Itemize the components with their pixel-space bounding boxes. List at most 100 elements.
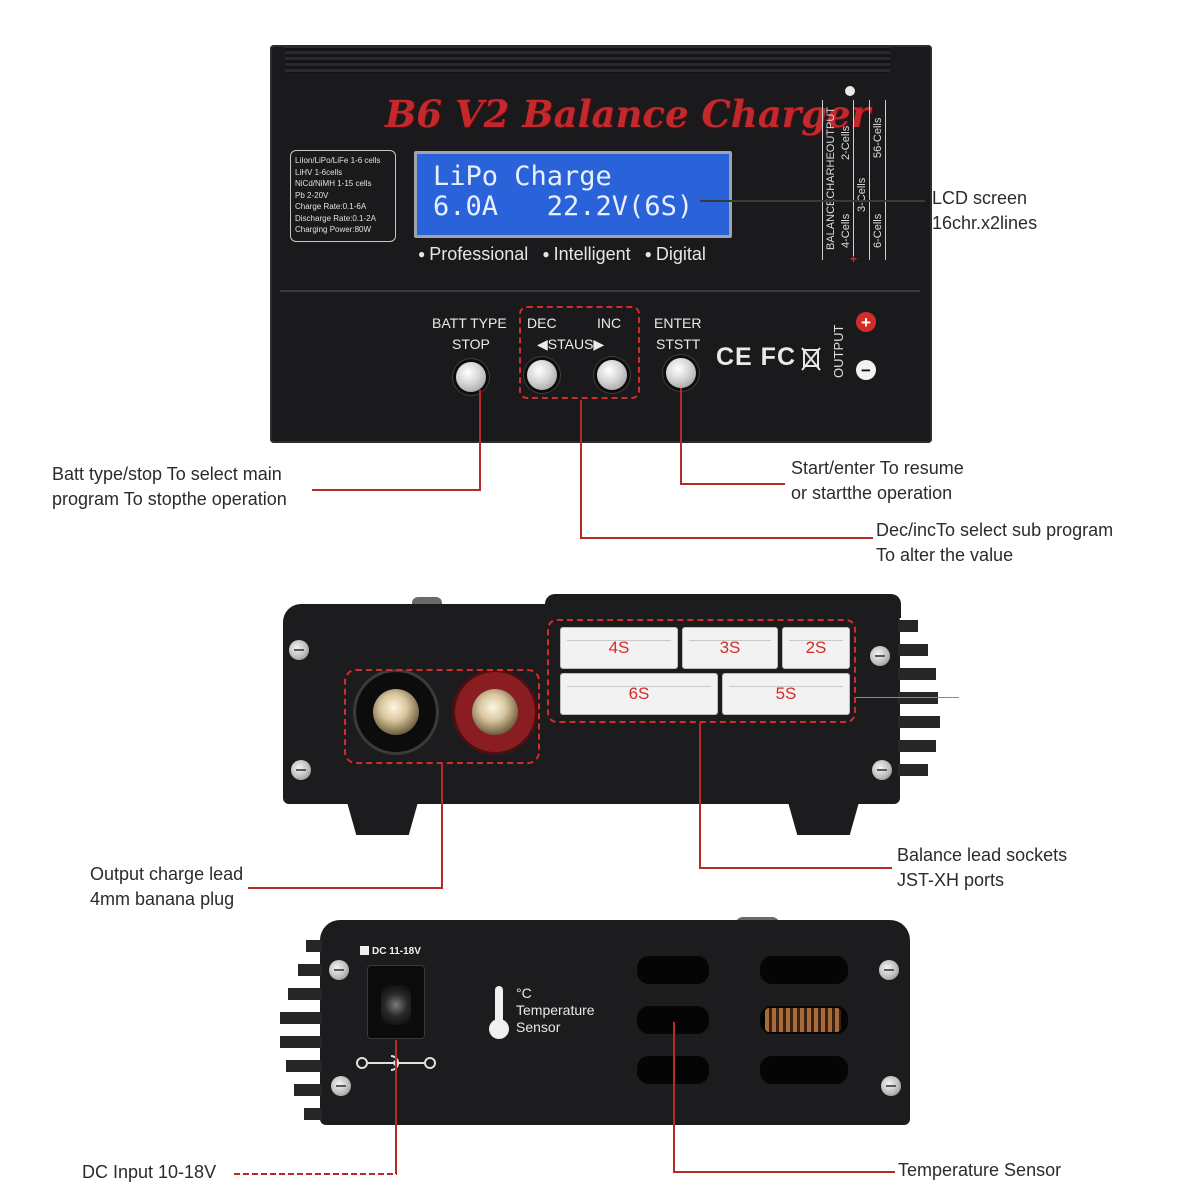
screw-icon [329, 960, 349, 980]
inc-label: INC [597, 315, 622, 331]
dc-callout-line [395, 1040, 397, 1174]
side-fin [898, 692, 938, 704]
heatsink-top-fins [285, 45, 890, 73]
jst-port-2s[interactable]: 2S [782, 627, 850, 669]
batt-type-stop-button[interactable] [456, 362, 486, 392]
side-fin [898, 716, 940, 728]
cell-col [870, 100, 886, 260]
batt-type-label: BATT TYPE [432, 315, 507, 331]
cell-label: 6-Cells [872, 213, 884, 248]
dc-label-text: DC 11-18V [372, 946, 421, 957]
stop-label: STOP [452, 336, 490, 352]
cell-label: 2-Cells [840, 125, 852, 160]
inductor-coil [765, 1008, 841, 1032]
output-minus-icon: − [856, 360, 876, 380]
rear-fin [286, 1060, 322, 1072]
balance-callout-line [699, 723, 701, 868]
enter-start-button[interactable] [666, 358, 696, 388]
dc-input-callout: DC Input 10-18V [82, 1162, 217, 1182]
start-callout-line [680, 388, 682, 484]
callout-line: Batt type/stop To select main [52, 464, 282, 484]
inc-button[interactable] [597, 360, 627, 390]
cell-label: 56-Cells [872, 117, 884, 158]
lcd-callout: LCD screen 16chr.x2lines [932, 186, 1037, 236]
minus-pole-icon [845, 86, 855, 96]
weee-bin-icon [800, 344, 822, 372]
left-arrow-icon: ◀ [537, 336, 548, 352]
banana-highlight [344, 669, 540, 764]
side-fin [898, 740, 936, 752]
lcd-screen: LiPo Charge 6.0A 22.2V(6S) [414, 151, 732, 238]
balance-callout: Balance lead sockets JST-XH ports [897, 843, 1067, 893]
lcd-callout-line [700, 200, 925, 202]
cell-label: 3-Cells [856, 177, 868, 212]
callout-line: Output charge lead [90, 864, 244, 884]
temp-line: Sensor [516, 1019, 561, 1035]
lcd-line-1: LiPo Charge [433, 161, 612, 192]
callout-line: JST-XH ports [897, 870, 1005, 890]
panel-divider [280, 290, 920, 292]
vent-slot [760, 1056, 848, 1084]
plus-pole-icon: + [850, 252, 858, 266]
side-fin [898, 668, 936, 680]
callout-line: 4mm banana plug [90, 889, 235, 909]
spec-line: Charging Power:80W [295, 225, 372, 234]
banana-jack-negative-pin [373, 689, 419, 735]
cell-label: 4-Cells [840, 213, 852, 248]
batt-type-callout: Batt type/stop To select main program To… [52, 462, 287, 512]
side-foot [345, 795, 420, 835]
status-label: ◀STAUS▶ [537, 336, 604, 353]
start-callout-line [680, 483, 785, 485]
side-fin [898, 644, 928, 656]
square-icon [360, 946, 369, 955]
spec-line: LiIon/LiPo/LiFe 1-6 cells [295, 156, 381, 165]
jst-port-6s[interactable]: 6S [560, 673, 718, 715]
spec-line: Pb 2-20V [295, 190, 329, 200]
temp-callout-line [673, 1022, 675, 1172]
balance-callout-line [699, 867, 892, 869]
lcd-line-2: 6.0A 22.2V(6S) [433, 191, 694, 222]
dc-input-jack[interactable] [381, 985, 411, 1025]
rear-fin [306, 940, 322, 952]
dc-callout-line [234, 1173, 397, 1175]
dec-inc-highlight [519, 306, 640, 399]
callout-line: Balance lead sockets [897, 845, 1068, 865]
cell-col [838, 100, 854, 260]
jst-highlight [547, 619, 856, 723]
output-callout-line [248, 887, 443, 889]
rear-fin [288, 988, 322, 1000]
callout-line: 16chr.x2lines [932, 213, 1038, 233]
feature-list: Professional Intelligent Digital [418, 244, 706, 265]
right-arrow-icon: ▶ [593, 336, 605, 352]
jst-port-5s[interactable]: 5S [722, 673, 850, 715]
dec-button[interactable] [527, 360, 557, 390]
dc-label: DC 11-18V [360, 946, 421, 957]
banana-jack-positive-pin [472, 689, 518, 735]
jst-pointer-line [856, 697, 959, 698]
spec-line: LiHV 1-6cells [295, 167, 343, 177]
decinc-callout-line [580, 400, 582, 538]
temperature-callout: Temperature Sensor [898, 1160, 1062, 1180]
screw-icon [881, 1076, 901, 1096]
jst-port-3s[interactable]: 3S [682, 627, 778, 669]
screw-icon [331, 1076, 351, 1096]
callout-line: Dec/incTo select sub program [876, 520, 1114, 540]
dec-label: DEC [527, 315, 557, 331]
thermometer-icon [488, 984, 510, 1040]
output-callout-line [441, 764, 443, 888]
side-foot [786, 795, 861, 835]
callout-line: To alter the value [876, 545, 1014, 565]
screw-icon [291, 760, 311, 780]
rear-fin [298, 964, 322, 976]
feature-item: Digital [645, 244, 706, 265]
feature-item: Intelligent [542, 244, 631, 265]
rear-fin [280, 1012, 322, 1024]
temp-callout-line [673, 1171, 895, 1173]
rear-fin [304, 1108, 322, 1120]
side-fin [898, 620, 918, 632]
output-plus-icon: + [856, 312, 876, 332]
temp-line: Temperature [516, 1002, 595, 1018]
enter-label: ENTER [654, 315, 702, 331]
temperature-sensor-text: °C Temperature Sensor [516, 985, 595, 1036]
jst-port-4s[interactable]: 4S [560, 627, 678, 669]
